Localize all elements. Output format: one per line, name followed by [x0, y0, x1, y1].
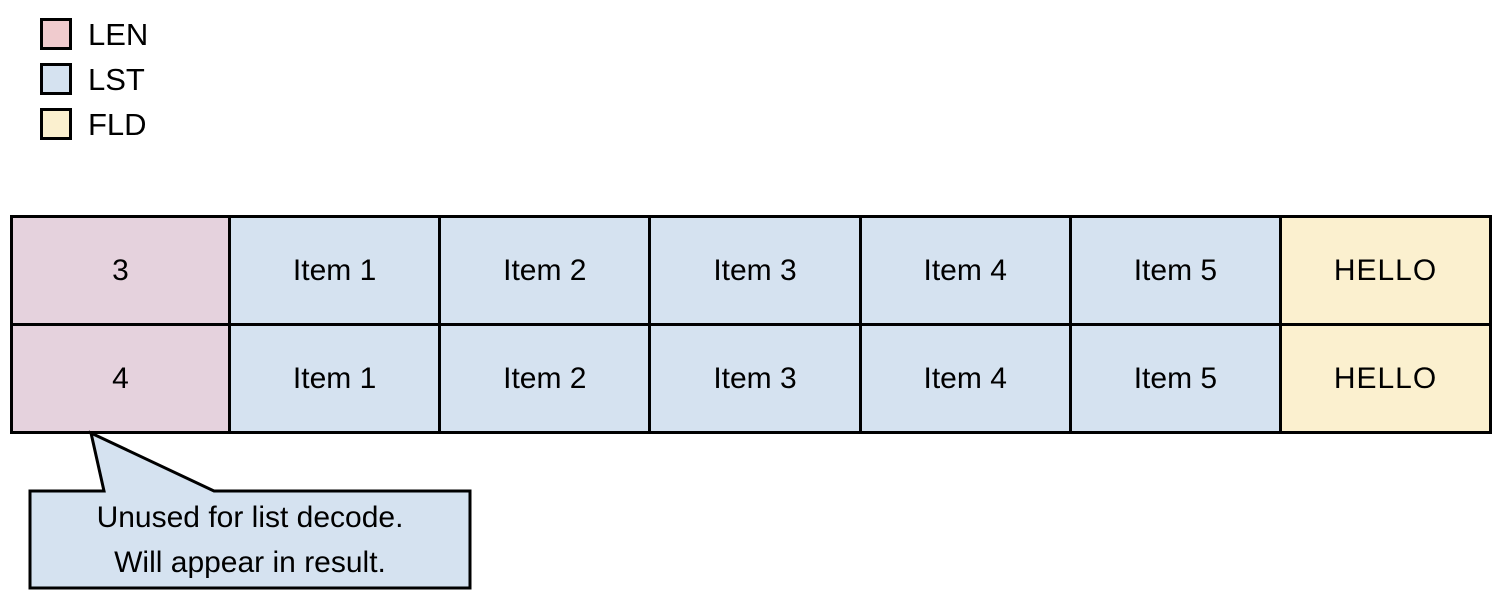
- len-color-swatch: [40, 18, 72, 50]
- list-item-cell: Item 4: [858, 326, 1069, 431]
- legend-item-len: LEN: [40, 18, 148, 50]
- table-row: 3 Item 1 Item 2 Item 3 Item 4 Item 5 HEL…: [13, 218, 1490, 323]
- list-item-cell: Item 5: [1068, 326, 1280, 431]
- table-row: 4 Item 1 Item 2 Item 3 Item 4 Item 5 HEL…: [13, 323, 1490, 431]
- legend-item-lst: LST: [40, 63, 148, 95]
- list-item-cell: Item 3: [648, 326, 859, 431]
- list-item-cell: Item 2: [438, 326, 649, 431]
- list-item-cell: Item 3: [648, 218, 859, 323]
- list-item-cell: Item 1: [228, 218, 439, 323]
- callout-line-1: Unused for list decode.: [96, 500, 404, 534]
- fld-color-swatch: [40, 108, 72, 140]
- lst-color-swatch: [40, 63, 72, 95]
- list-item-cell: Item 5: [1068, 218, 1280, 323]
- legend-label-fld: FLD: [88, 106, 147, 142]
- list-item-cell: Item 1: [228, 326, 439, 431]
- field-cell: HELLO: [1279, 326, 1490, 431]
- legend-label-len: LEN: [88, 16, 149, 52]
- legend-label-lst: LST: [88, 61, 145, 97]
- callout-line-2: Will appear in result.: [114, 545, 386, 579]
- byte-layout-table: 3 Item 1 Item 2 Item 3 Item 4 Item 5 HEL…: [10, 215, 1492, 434]
- legend-item-fld: FLD: [40, 108, 148, 140]
- field-cell: HELLO: [1279, 218, 1490, 323]
- list-item-cell: Item 4: [858, 218, 1069, 323]
- legend: LEN LST FLD: [40, 18, 148, 153]
- len-cell: 4: [13, 326, 228, 431]
- list-item-cell: Item 2: [438, 218, 649, 323]
- callout-text: Unused for list decode. Will appear in r…: [30, 491, 470, 588]
- len-cell: 3: [13, 218, 228, 323]
